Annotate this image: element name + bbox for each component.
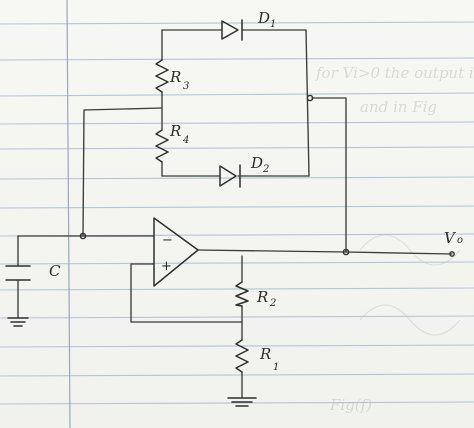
- label-r4-sub: 4: [182, 135, 189, 146]
- label-r4: R: [169, 122, 181, 140]
- label-d1-sub: 1: [270, 19, 276, 30]
- label-vo-sub: o: [457, 235, 463, 246]
- resistor-r1: [235, 339, 249, 373]
- ground-r1-symbol: [227, 397, 257, 407]
- resistor-r3-zigzag: [155, 59, 169, 93]
- paper-show-through: for Vi>0 the output is positive and in F…: [315, 64, 474, 414]
- ground-r1: [227, 397, 257, 407]
- label-d1: D: [257, 9, 270, 27]
- output-to-vo: [345, 251, 453, 255]
- label-d2: D: [250, 154, 263, 172]
- op-amp-triangle: [153, 217, 199, 287]
- resistor-r1-zigzag: [235, 339, 249, 373]
- wires: [17, 29, 453, 399]
- diode-d1-symbol: [221, 19, 243, 41]
- r3r4-junction-to-inverting: [82, 107, 163, 237]
- svg-text:for Vi>0 the output is positiv: for Vi>0 the output is positive: [315, 64, 474, 82]
- svg-text:and in Fig: and in Fig: [360, 98, 437, 116]
- diode-d1: [221, 19, 243, 41]
- op-amp-noninverting-sign: +: [161, 259, 172, 274]
- output-line: [197, 249, 347, 253]
- resistor-r2-zigzag: [235, 281, 249, 307]
- op-amp: − +: [153, 217, 199, 287]
- diode-d2: [219, 164, 241, 188]
- resistor-r3: [155, 59, 169, 93]
- label-c: C: [49, 262, 61, 280]
- resistor-r4: [155, 129, 169, 163]
- nodes: [79, 94, 455, 257]
- ground-capacitor-symbol: [7, 317, 29, 327]
- label-vo: V: [444, 229, 457, 247]
- label-r3: R: [169, 68, 181, 86]
- capacitor-plates: [5, 265, 31, 281]
- diode-d2-symbol: [219, 164, 241, 188]
- component-labels: D 1 D 2 R 3 R 4 R 2 R 1 C V o: [49, 9, 463, 373]
- label-r3-sub: 3: [183, 81, 189, 92]
- label-d2-sub: 2: [262, 164, 269, 175]
- resistor-r2: [235, 281, 249, 307]
- op-amp-inverting-sign: −: [162, 233, 173, 248]
- svg-text:Fig(f): Fig(f): [329, 396, 372, 414]
- node-feedback-top: [306, 94, 314, 102]
- label-r1: R: [259, 345, 271, 363]
- resistor-r4-zigzag: [155, 129, 169, 163]
- label-r1-sub: 1: [273, 362, 279, 373]
- node-output: [342, 248, 350, 256]
- right-output-vertical: [311, 97, 347, 253]
- noninverting-loop: [130, 263, 243, 323]
- right-feedback-vertical: [305, 29, 310, 177]
- node-inverting-input: [79, 232, 87, 240]
- ground-capacitor: [7, 317, 29, 327]
- capacitor-c: [5, 265, 31, 281]
- node-vo-terminal: [449, 251, 455, 257]
- label-r2-sub: 2: [269, 298, 276, 309]
- label-r2: R: [256, 288, 268, 306]
